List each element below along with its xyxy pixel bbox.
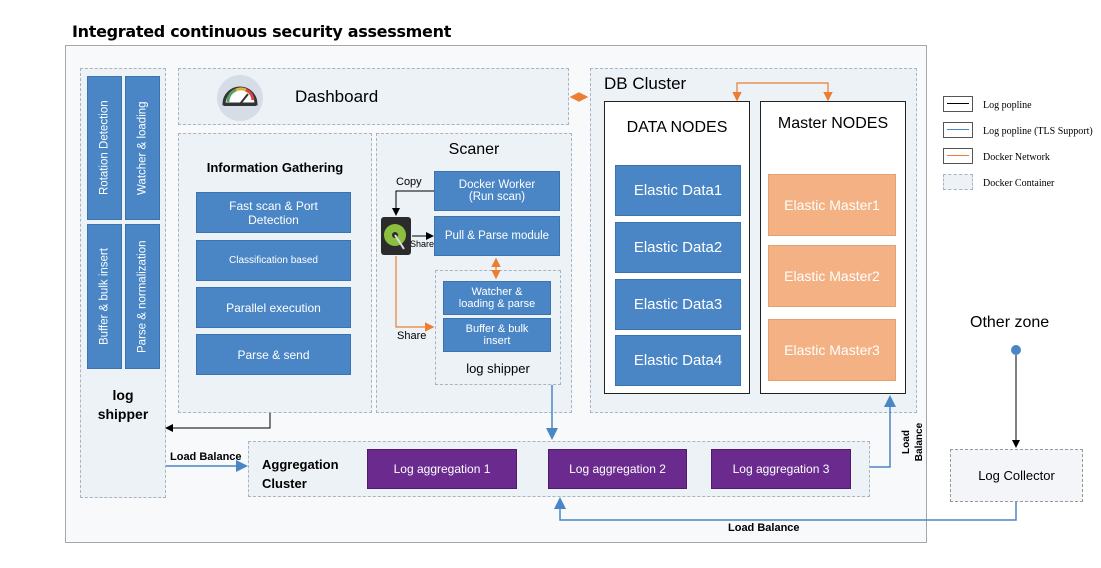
legend-tls-pipeline: Log popline (TLS Support) [983,126,1093,137]
fast-scan-box: Fast scan & Port Detection [196,192,351,233]
aggregation-title: Aggregation Cluster [262,457,339,491]
load-balance-left-label: Load Balance [170,451,242,463]
parallel-execution-box: Parallel execution [196,287,351,328]
elastic-master-1: Elastic Master1 [768,174,896,236]
page-title: Integrated continuous security assessmen… [72,22,452,41]
parse-normalization-cell: Parse & normalization [125,224,160,369]
load-balance-right-label: Load Balance [901,422,925,462]
legend-swatch-log-pipeline [943,96,973,112]
other-zone-label: Other zone [970,314,1050,331]
legend-swatch-tls [943,122,973,138]
log-aggregation-3: Log aggregation 3 [711,449,851,489]
elastic-data-4: Elastic Data4 [615,335,741,386]
parse-send-box: Parse & send [196,334,351,375]
elastic-master-3: Elastic Master3 [768,319,896,381]
watcher-loading-cell: Watcher & loading [125,76,160,220]
elastic-data-1: Elastic Data1 [615,165,741,216]
copy-label: Copy [396,176,422,188]
legend-swatch-docker-container [943,174,973,190]
elastic-data-2: Elastic Data2 [615,222,741,273]
data-nodes-title: DATA NODES [626,119,728,136]
legend-docker-network: Docker Network [983,152,1050,163]
hard-drive-icon [381,217,411,255]
info-gathering-title: Information Gathering [206,160,344,175]
buffer-bulk-insert-cell: Buffer & bulk insert [87,224,122,369]
elastic-master-2: Elastic Master2 [768,245,896,307]
scanner-title: Scaner [448,141,500,158]
db-cluster-title: DB Cluster [604,74,687,93]
classification-box: Classification based [196,240,351,281]
elastic-data-3: Elastic Data3 [615,279,741,330]
pull-parse-box: Pull & Parse module [434,216,560,256]
load-balance-bottom-label: Load Balance [728,522,800,534]
watcher-parse-box: Watcher & loading & parse [443,281,551,315]
legend-docker-container: Docker Container [983,178,1055,189]
left-log-shipper-label: log shipper [97,387,149,422]
dashboard-label: Dashboard [295,87,379,106]
share-label-1: Share [410,239,435,249]
legend-swatch-docker-network [943,148,973,164]
scanner-log-shipper-label: log shipper [466,361,530,376]
master-nodes-title: Master NODES [777,115,889,132]
legend-log-pipeline: Log popline [983,100,1032,111]
share-label-2: Share [397,330,427,342]
gauge-icon [217,75,263,121]
log-aggregation-2: Log aggregation 2 [548,449,687,489]
buffer-insert-box: Buffer & bulk insert [443,318,551,352]
docker-worker-box: Docker Worker (Run scan) [434,171,560,211]
log-aggregation-1: Log aggregation 1 [367,449,517,489]
log-collector-box: Log Collector [950,449,1083,502]
rotation-detection-cell: Rotation Detection [87,76,122,220]
